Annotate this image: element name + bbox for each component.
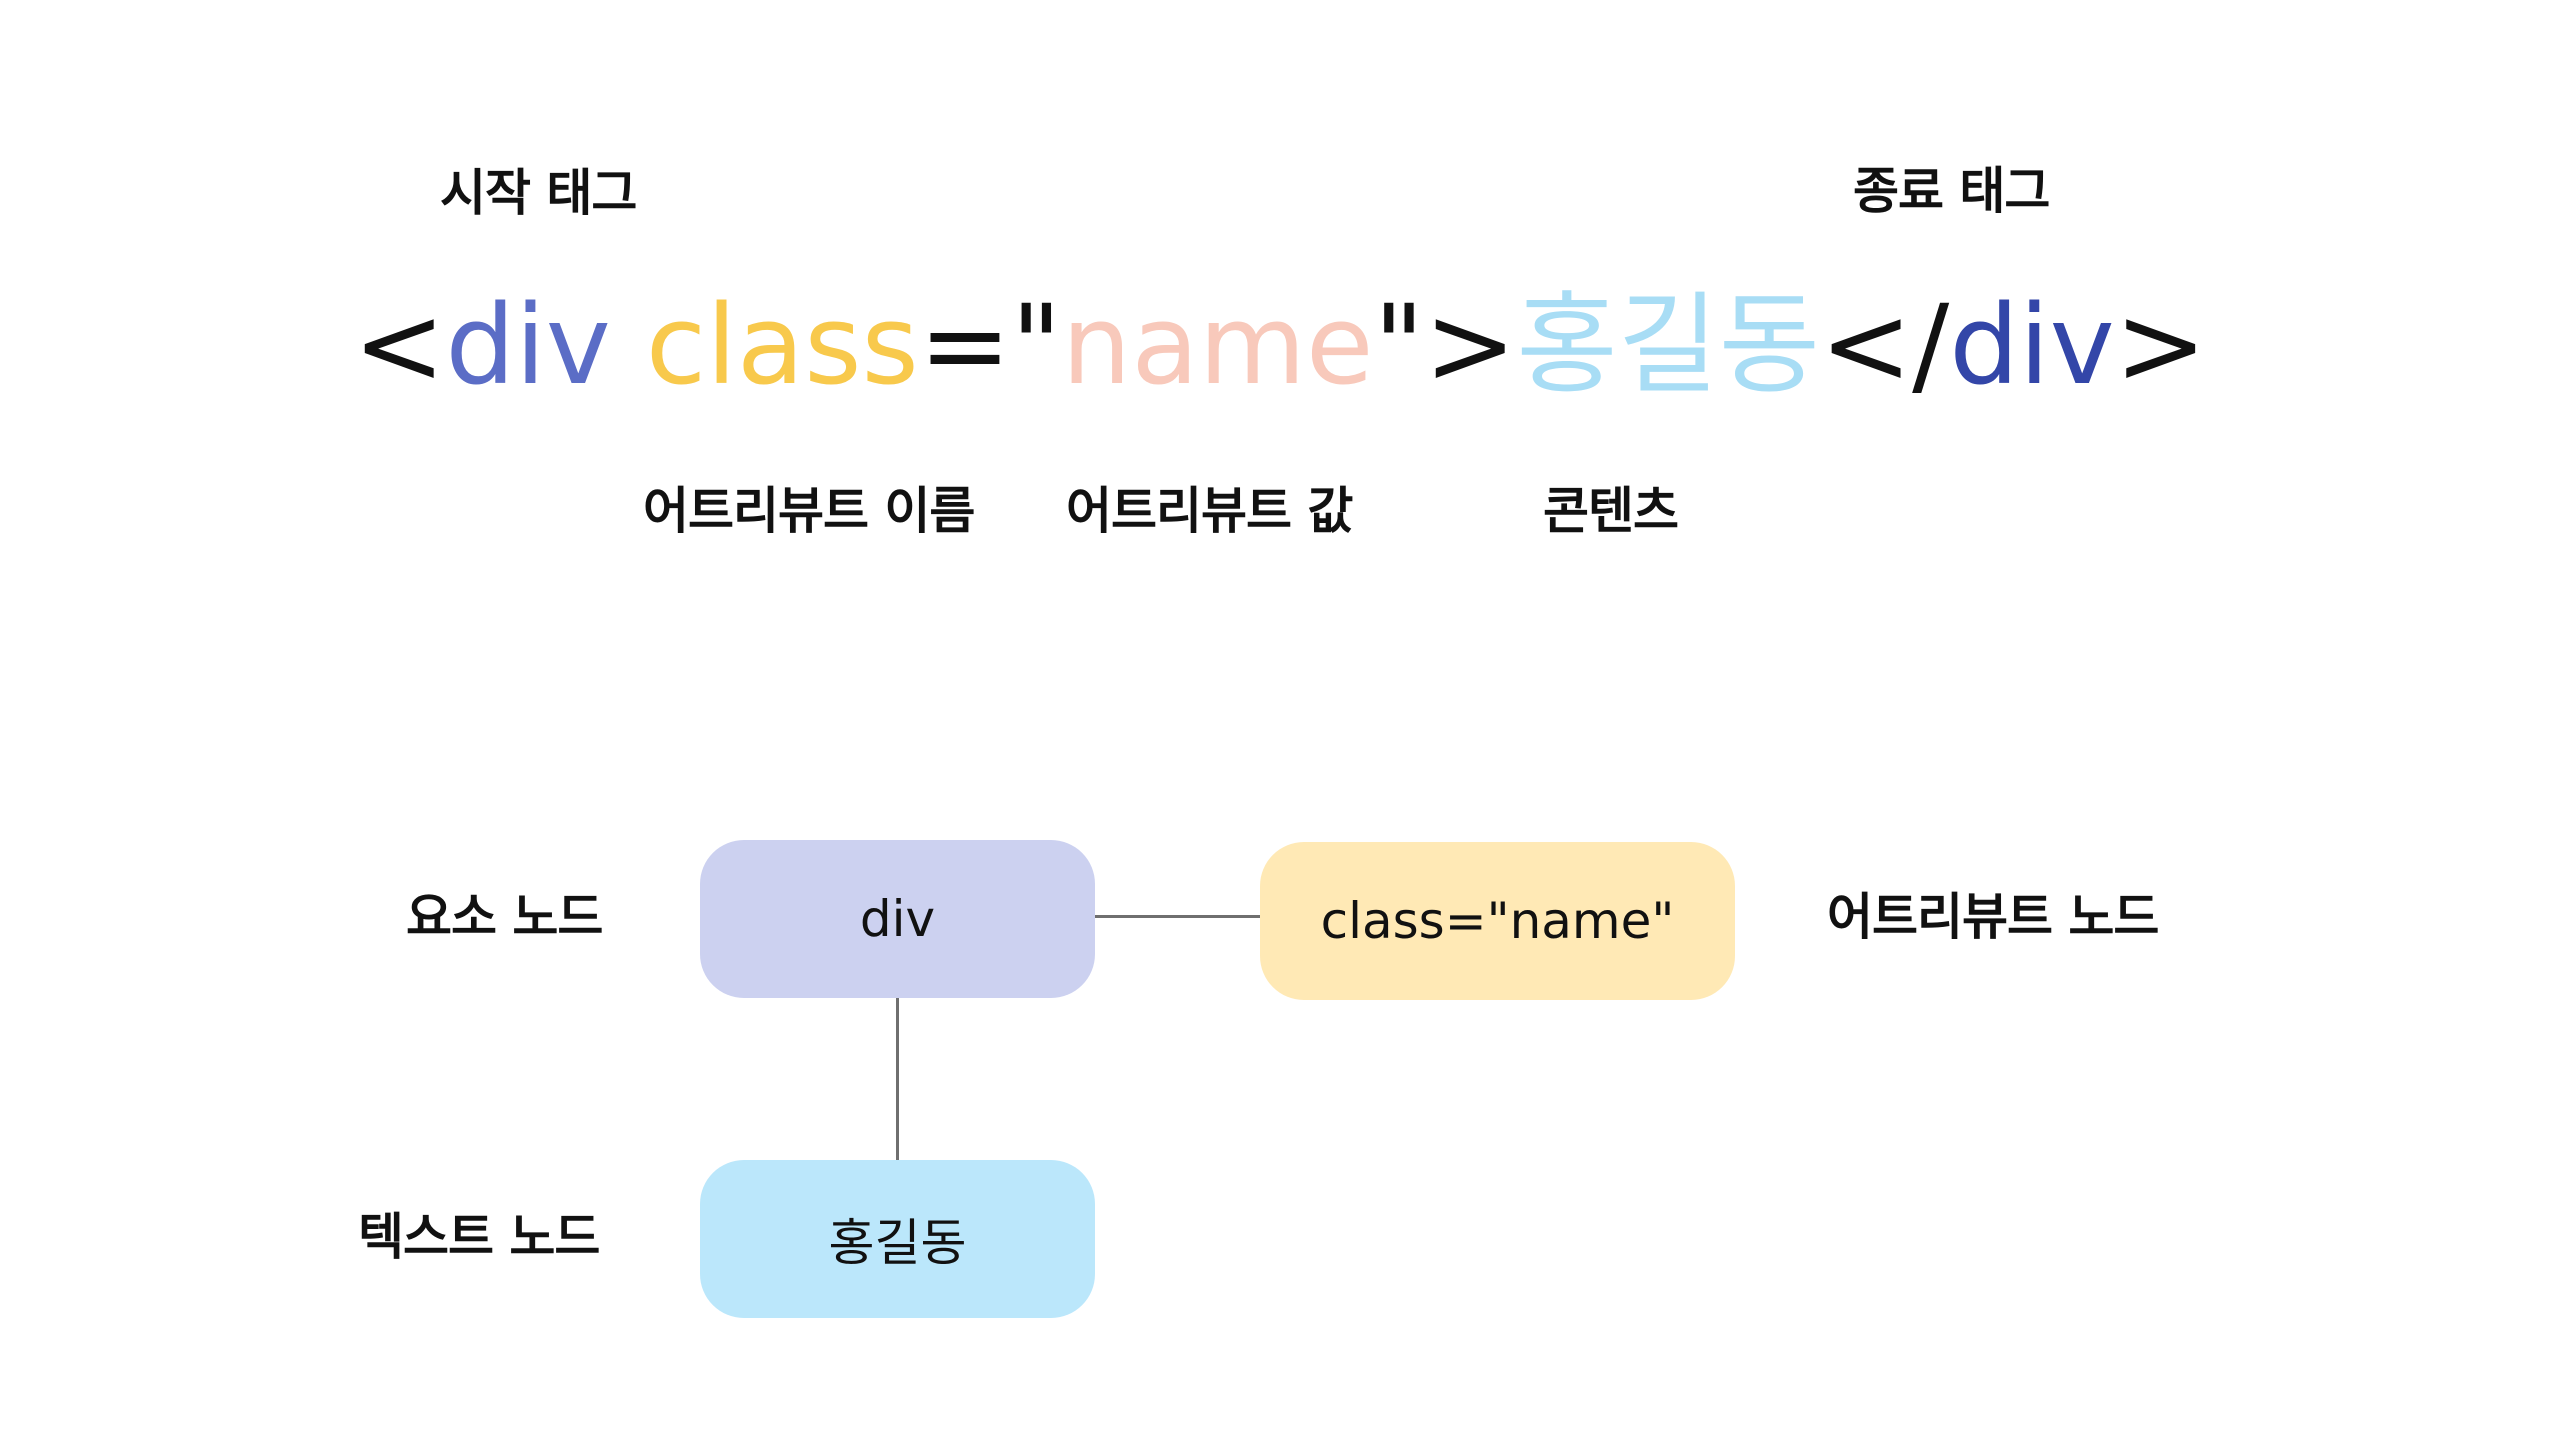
attribute-value-label: 어트리뷰트 값 xyxy=(1066,482,1353,540)
html-code-line: <div class="name">홍길동</div> xyxy=(0,285,2560,405)
text-node-box: 홍길동 xyxy=(700,1160,1095,1318)
start-tag-label: 시작 태그 xyxy=(440,164,637,222)
code-space xyxy=(611,281,646,409)
element-attribute-connector xyxy=(1095,915,1260,918)
code-quote-close: "> xyxy=(1373,281,1517,409)
element-node-label: 요소 노드 xyxy=(406,888,603,946)
text-node-label: 텍스트 노드 xyxy=(358,1208,600,1266)
element-node-box: div xyxy=(700,840,1095,998)
code-tag-name: div xyxy=(445,281,611,409)
code-attribute-name: class xyxy=(645,281,919,409)
code-end-tag-name: div xyxy=(1949,281,2115,409)
code-close-bracket: > xyxy=(2114,281,2207,409)
attribute-node-label: 어트리뷰트 노드 xyxy=(1827,888,2159,946)
element-text-connector xyxy=(896,998,899,1160)
element-node-text: div xyxy=(859,890,936,948)
code-close-open: </ xyxy=(1819,281,1950,409)
code-equals-quote: =" xyxy=(918,281,1062,409)
code-attribute-value: name xyxy=(1061,281,1374,409)
code-content: 홍길동 xyxy=(1516,281,1820,409)
attribute-node-box: class="name" xyxy=(1260,842,1735,1000)
attribute-node-text: class="name" xyxy=(1320,892,1675,950)
text-node-text: 홍길동 xyxy=(828,1214,967,1272)
attribute-name-label: 어트리뷰트 이름 xyxy=(643,482,975,540)
content-label: 콘텐츠 xyxy=(1543,482,1679,540)
end-tag-label: 종료 태그 xyxy=(1853,162,2050,220)
code-open-bracket: < xyxy=(353,281,446,409)
